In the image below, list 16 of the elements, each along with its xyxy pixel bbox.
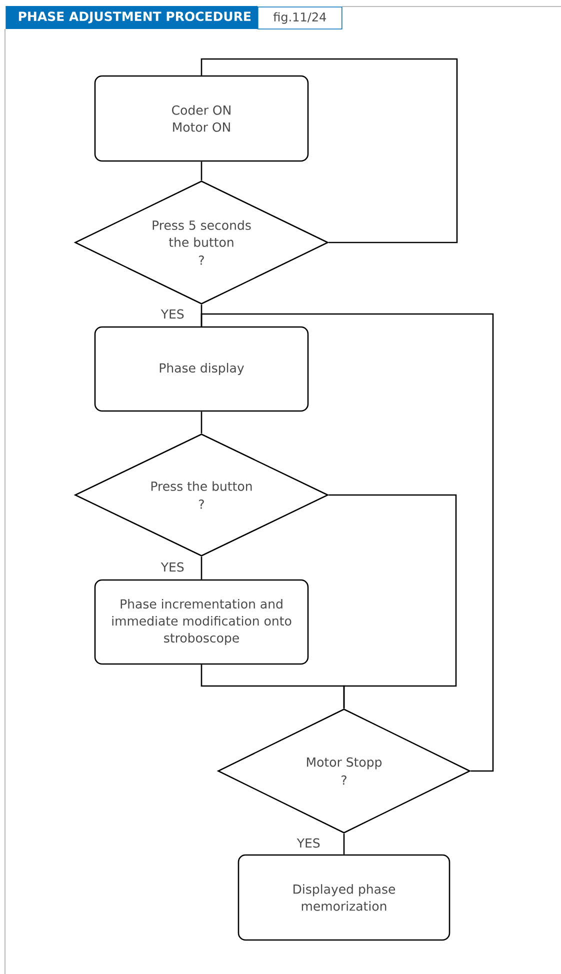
connector-line [343,834,345,854]
connector-line [328,494,457,708]
figure-number: fig.11/24 [258,6,342,30]
process-box: Displayed phase memorization [238,854,450,941]
edge-label: YES [296,837,322,849]
edge-label: YES [160,308,186,320]
edge-label: YES [160,561,186,573]
connector-line [200,58,458,244]
process-box: Coder ON Motor ON [94,75,309,162]
connector-line [200,412,202,434]
connector-line [200,556,202,580]
process-box: Phase display [94,326,309,412]
connector-line [200,313,494,772]
process-box: Phase incrementation and immediate modification onto stroboscope [94,579,309,665]
title-banner: PHASE ADJUSTMENT PROCEDURE [6,6,258,29]
connector-line [200,162,202,180]
